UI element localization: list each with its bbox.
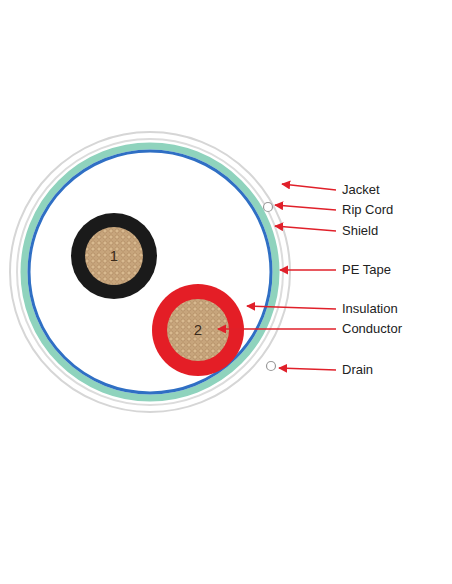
leader-lines [218, 184, 336, 370]
leader-line [247, 306, 336, 309]
leader-line [218, 328, 336, 329]
part-label: Shield [340, 223, 380, 239]
shield [29, 151, 271, 393]
leader-line [275, 205, 336, 210]
leader-line [282, 184, 336, 190]
drain-wire [267, 362, 276, 371]
leader-line [275, 226, 336, 231]
part-label: Jacket [340, 182, 382, 198]
insulation-black [71, 213, 157, 299]
conductor [85, 227, 143, 285]
jacket-inner [17, 139, 283, 405]
rip-cord [264, 203, 273, 212]
callout-number: 1 [110, 247, 118, 264]
jacket [10, 132, 290, 412]
pe-tape [24, 146, 276, 398]
conductor-number: 2 [179, 311, 216, 348]
insulation-red [152, 284, 244, 376]
part-label: Insulation [340, 301, 400, 317]
part-label: Drain [340, 362, 375, 378]
conductor [167, 299, 229, 361]
leader-line [280, 269, 336, 270]
part-label: Conductor [340, 321, 404, 337]
leader-line [279, 368, 336, 370]
conductor-number: 1 [97, 239, 132, 274]
callout-number: 2 [194, 321, 202, 338]
part-label: PE Tape [340, 262, 393, 278]
part-label: Rip Cord [340, 202, 395, 218]
